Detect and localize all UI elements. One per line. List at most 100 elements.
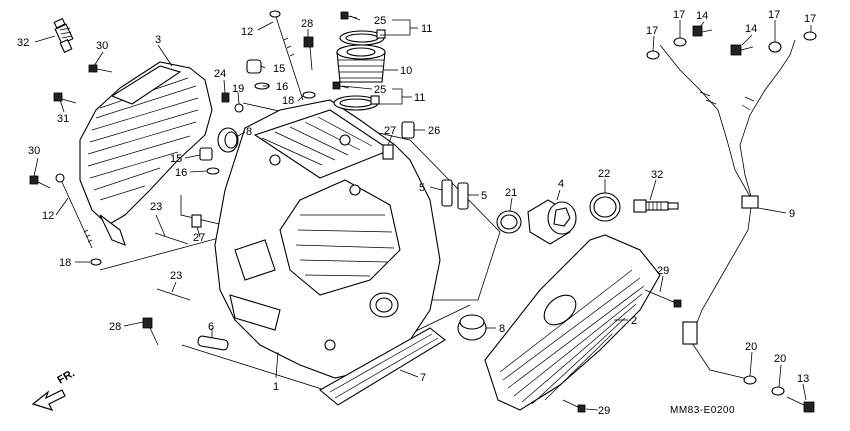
leader-lines xyxy=(33,15,812,411)
valve-guide-5-right xyxy=(457,182,469,210)
callout-28-lower: 28 xyxy=(109,321,121,333)
callout-10: 10 xyxy=(400,65,412,77)
cap-nut-15-upper xyxy=(246,59,262,74)
carburetor-insulator-10 xyxy=(336,44,386,83)
callout-28-top: 28 xyxy=(301,18,313,30)
callout-16-lower: 16 xyxy=(175,167,187,179)
callout-27-left: 27 xyxy=(193,232,205,244)
cylinder-head-main xyxy=(214,99,441,379)
callout-4: 4 xyxy=(558,178,564,190)
bolt-28-top xyxy=(303,36,314,71)
banjo-bolt-14-upper xyxy=(692,25,713,37)
callout-12-left: 12 xyxy=(42,210,54,222)
clamp-screw-25-lower xyxy=(332,81,350,90)
washer-18-left xyxy=(90,258,102,266)
washer-17-a xyxy=(646,50,660,60)
callout-labels: 32 30 3 31 30 12 18 24 19 8 15 16 23 27 … xyxy=(17,9,816,417)
callout-7: 7 xyxy=(420,372,426,384)
callout-21: 21 xyxy=(505,187,517,199)
callout-19: 19 xyxy=(232,83,244,95)
callout-32-left: 32 xyxy=(17,37,29,49)
callout-24: 24 xyxy=(214,68,226,80)
stud-bolt-23-upper xyxy=(154,232,189,245)
callout-17-a: 17 xyxy=(646,25,658,37)
valve-guide-5-left xyxy=(441,179,453,207)
washer-20-a xyxy=(743,375,757,385)
assembly-outline-left xyxy=(99,234,233,301)
bolt-30-left xyxy=(29,175,51,189)
banjo-bolt-13 xyxy=(786,396,815,413)
o-ring-22 xyxy=(589,192,621,222)
callout-22: 22 xyxy=(598,168,610,180)
callout-23-upper: 23 xyxy=(150,201,162,213)
callout-5-right: 5 xyxy=(481,190,487,202)
callout-26: 26 xyxy=(428,125,440,137)
callout-13: 13 xyxy=(797,373,809,385)
o-ring-21 xyxy=(496,210,522,234)
callout-18-left: 18 xyxy=(59,257,71,269)
bolt-29-lower xyxy=(562,399,586,413)
spark-plug-left xyxy=(53,17,74,53)
stud-bolt-12-top xyxy=(269,10,304,101)
callout-8-lower: 8 xyxy=(499,323,505,335)
callout-30-left: 30 xyxy=(28,145,40,157)
callout-25-upper: 25 xyxy=(374,15,386,27)
bolt-24 xyxy=(221,92,230,103)
washer-17-b xyxy=(673,37,687,47)
callout-16-upper: 16 xyxy=(276,81,288,93)
callout-1: 1 xyxy=(273,381,279,393)
front-direction-arrow xyxy=(31,389,66,411)
callout-9: 9 xyxy=(789,208,795,220)
callout-3: 3 xyxy=(155,34,161,46)
washer-17-c xyxy=(768,41,782,53)
callout-30-top: 30 xyxy=(96,40,108,52)
callout-23-lower: 23 xyxy=(170,270,182,282)
callout-27-right: 27 xyxy=(384,125,396,137)
callout-25-lower: 25 xyxy=(374,84,386,96)
stud-bolt-23-lower xyxy=(156,288,191,301)
head-gasket-7 xyxy=(319,327,446,406)
dowel-pin-6 xyxy=(197,335,229,351)
banjo-bolt-14-lower xyxy=(730,44,754,56)
cap-nut-15-lower xyxy=(199,147,213,161)
callout-8-upper: 8 xyxy=(246,126,252,138)
head-cover-left xyxy=(79,61,213,246)
tappet-hole-cap-4 xyxy=(527,199,577,245)
callout-17-b: 17 xyxy=(673,9,685,21)
callout-29-upper: 29 xyxy=(657,265,669,277)
dowel-pin-26 xyxy=(401,121,415,139)
hose-clamp-11-upper xyxy=(339,29,386,46)
oil-pipe-9 xyxy=(659,39,796,381)
washer-17-d xyxy=(803,31,817,41)
diagram-code: MM83-E0200 xyxy=(670,405,735,416)
callout-11-lower: 11 xyxy=(414,92,425,104)
callout-11-upper: 11 xyxy=(421,23,432,35)
grommet-8-lower xyxy=(457,314,487,341)
callout-6: 6 xyxy=(208,321,214,333)
callout-15-lower: 15 xyxy=(170,153,182,165)
callout-12-top: 12 xyxy=(241,26,253,38)
callout-15-upper: 15 xyxy=(273,63,285,75)
callout-20-a: 20 xyxy=(745,341,757,353)
bolt-28-lower xyxy=(142,317,159,346)
dowel-pin-27-right xyxy=(382,144,394,160)
callout-14-lower: 14 xyxy=(745,23,757,35)
stud-bolt-12-left xyxy=(55,173,93,249)
oil-pipe-joint xyxy=(682,321,698,345)
callout-18-upper: 18 xyxy=(282,95,294,107)
callout-17-c: 17 xyxy=(768,9,780,21)
callout-17-d: 17 xyxy=(804,13,816,25)
callout-20-b: 20 xyxy=(774,353,786,365)
o-ring-19 xyxy=(234,103,244,113)
front-direction-label: FR. xyxy=(56,367,77,386)
spark-plug-right xyxy=(633,199,679,213)
hose-clamp-11-lower xyxy=(333,95,380,111)
washer-18-upper xyxy=(302,91,316,99)
dowel-pin-27-left xyxy=(191,214,202,228)
callout-29-lower: 29 xyxy=(598,405,610,417)
bolt-29-upper xyxy=(644,289,682,308)
bolt-30-top xyxy=(88,64,113,73)
callout-14-upper: 14 xyxy=(696,10,708,22)
callout-31: 31 xyxy=(57,113,69,125)
